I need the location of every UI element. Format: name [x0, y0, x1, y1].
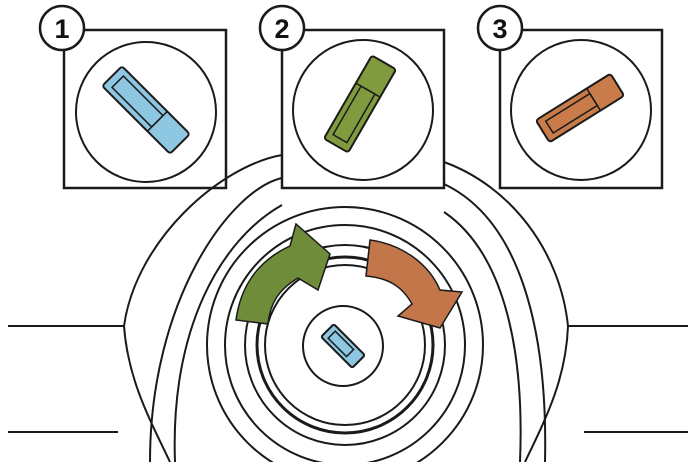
key-icon-step-1: [102, 66, 190, 154]
step-number-3: 3: [492, 14, 507, 44]
dashboard-outline: [8, 154, 688, 462]
inner-ring-2: [264, 264, 426, 426]
turn-forward-arrow: [235, 222, 331, 325]
step-panel-1: 1: [38, 4, 228, 190]
ignition-rings: [149, 177, 547, 462]
key-icon-step-2: [323, 55, 397, 153]
turn-back-arrow: [365, 239, 464, 329]
step-panel-3: 3: [476, 4, 664, 190]
center-key-icon: [320, 323, 366, 369]
step-badge-3: [476, 4, 524, 52]
step-badge-2: [258, 4, 306, 52]
middle-ring: [244, 244, 446, 446]
bezel-ring: [224, 224, 466, 462]
step-number-2: 2: [274, 14, 289, 44]
outer-bezel-ring: [206, 206, 484, 462]
key-icon-step-3: [535, 73, 625, 143]
lock-cylinder: [302, 305, 384, 387]
step-badge-1: [38, 4, 86, 52]
inner-ring: [255, 255, 435, 435]
step-panel-2: 2: [258, 4, 446, 190]
step-number-1: 1: [54, 14, 69, 44]
